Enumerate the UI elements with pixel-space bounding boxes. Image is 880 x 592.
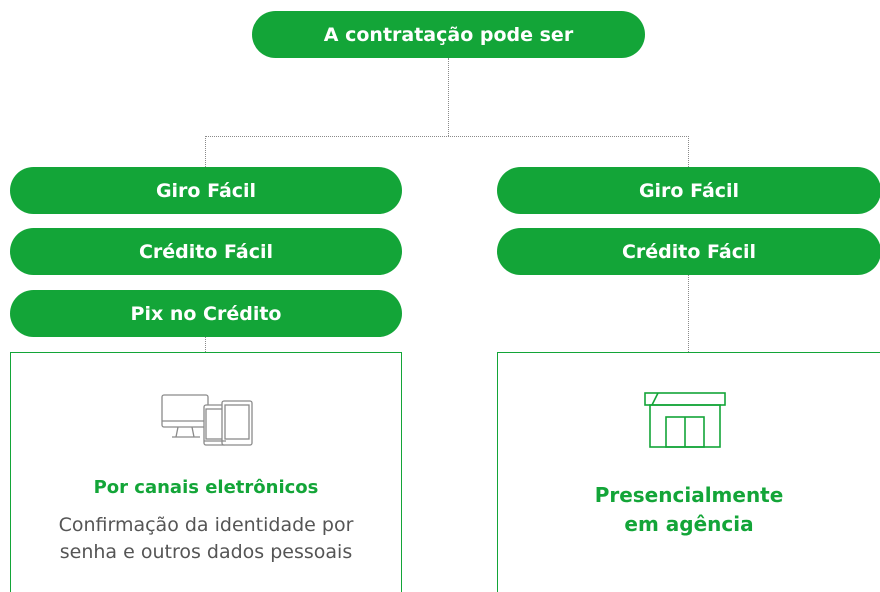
channel-description-line1: Confirmação da identidade por <box>58 514 354 536</box>
connector-left-down <box>205 136 206 167</box>
left-product-label: Giro Fácil <box>155 179 257 202</box>
channel-title: Por canais eletrônicos <box>93 477 319 498</box>
channel-card-electronic: Por canais eletrônicos Confirmação da id… <box>10 352 402 592</box>
connector-horizontal <box>205 136 689 137</box>
channel-description-line2: senha e outros dados pessoais <box>59 541 353 563</box>
channel-title-line2: em agência <box>624 512 754 536</box>
storefront-icon <box>644 392 726 448</box>
left-product-pix-no-credito: Pix no Crédito <box>10 290 402 337</box>
devices-icon <box>161 394 253 446</box>
channel-card-branch: Presencialmente em agência <box>497 352 880 592</box>
right-product-credito-facil: Crédito Fácil <box>497 228 880 275</box>
connector-root-down <box>448 58 449 136</box>
connector-right-down <box>688 136 689 167</box>
channel-title-line1: Presencialmente <box>594 483 784 507</box>
left-product-giro-facil: Giro Fácil <box>10 167 402 214</box>
connector-left-to-card <box>205 337 206 352</box>
right-product-label: Crédito Fácil <box>621 240 757 263</box>
right-product-label: Giro Fácil <box>638 179 740 202</box>
connector-right-to-card <box>688 275 689 352</box>
left-product-credito-facil: Crédito Fácil <box>10 228 402 275</box>
left-product-label: Crédito Fácil <box>138 240 274 263</box>
root-node-label: A contratação pode ser <box>323 23 574 46</box>
right-product-giro-facil: Giro Fácil <box>497 167 880 214</box>
left-product-label: Pix no Crédito <box>130 302 282 325</box>
root-node: A contratação pode ser <box>252 11 645 58</box>
